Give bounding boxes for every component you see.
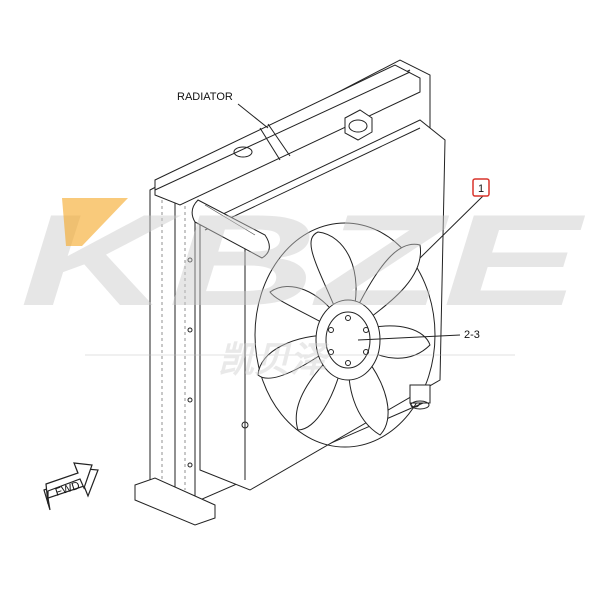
radiator-label: RADIATOR bbox=[177, 91, 233, 103]
top-tank bbox=[154, 64, 421, 206]
watermark-subtitle: 凯贝泽 bbox=[218, 339, 330, 380]
callout-1: 1 bbox=[472, 178, 490, 197]
fan bbox=[254, 222, 436, 448]
upper-hose bbox=[191, 199, 270, 259]
base-frame bbox=[134, 384, 431, 526]
callout-1-label: 1 bbox=[478, 183, 484, 195]
callout-2-3-label: 2-3 bbox=[464, 329, 480, 341]
watermark-accent bbox=[62, 198, 128, 246]
fwd-arrow-icon: FWD bbox=[43, 462, 99, 511]
leader-lines bbox=[237, 103, 484, 341]
